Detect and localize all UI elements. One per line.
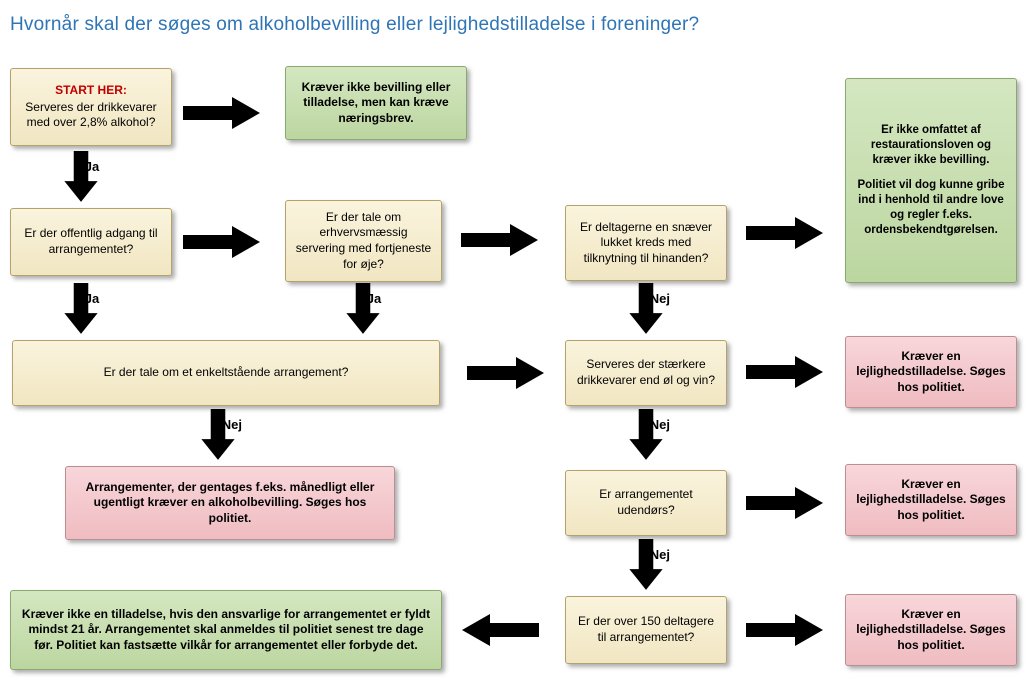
occasional-permit-text-3: Kræver en lejlighedstilladelse. Søges ho…: [856, 606, 1006, 652]
arrow-label-nej: Nej: [489, 232, 511, 248]
arrow-label-nej: Nej: [211, 105, 233, 121]
arrow-label-nej: Nej: [211, 234, 233, 250]
arrow-ja-outdoors-to-permit2: Ja: [745, 484, 825, 522]
single-event-box: Er der tale om et enkeltstående arrangem…: [12, 340, 440, 406]
arrow-ja-public-to-single-event: Ja: [62, 282, 100, 336]
arrow-nej-start-to-no-license: Nej: [182, 94, 262, 132]
over-150-question: Er der over 150 deltagere til arrangemen…: [577, 614, 715, 644]
not-covered-paragraph-2: Politiet vil dog kunne gribe ind i henho…: [857, 179, 1005, 236]
arrow-ja-start-to-public: Ja: [62, 150, 100, 204]
not-covered-paragraph-1: Er ikke omfattet af restaurationsloven o…: [870, 124, 992, 167]
repeated-events-text: Arrangementer, der gentages f.eks. måned…: [85, 479, 375, 525]
no-permit-21-box: Kræver ikke en tilladelse, hvis den ansv…: [10, 590, 442, 670]
start-question: Serveres der drikkevarer med over 2,8% a…: [25, 99, 157, 130]
commercial-serving-question: Er der tale om erhvervsmæssig servering …: [295, 209, 432, 271]
arrow-ja-single-to-stronger: Ja: [466, 354, 546, 392]
start-heading: START HER:: [55, 83, 127, 98]
public-access-question: Er der offentlig adgang til arrangemente…: [24, 226, 158, 256]
closed-circle-question: Er deltagerne en snæver lukket kreds med…: [579, 219, 713, 265]
arrow-ja-over150-to-permit3: Ja: [745, 611, 825, 649]
arrow-label-ja: Ja: [498, 365, 514, 381]
arrow-nej-commercial-to-closed: Nej: [460, 221, 540, 259]
arrow-label-nej: Nej: [489, 622, 511, 638]
no-license-text: Kræver ikke bevilling eller tilladelse, …: [301, 79, 451, 125]
occasional-permit-box-2: Kræver en lejlighedstilladelse. Søges ho…: [845, 464, 1017, 536]
occasional-permit-box-1: Kræver en lejlighedstilladelse. Søges ho…: [845, 336, 1017, 408]
arrow-nej-single-to-repeated: Nej: [199, 408, 242, 462]
single-event-question: Er der tale om et enkeltstående arrangem…: [103, 365, 349, 380]
stronger-drinks-question: Serveres der stærkere drikkevarer end øl…: [576, 357, 716, 387]
arrow-nej-public-to-commercial: Nej: [182, 223, 262, 261]
closed-circle-box: Er deltagerne en snæver lukket kreds med…: [565, 205, 727, 281]
outdoors-question: Er arrangementet udendørs?: [599, 487, 693, 517]
no-permit-21-text: Kræver ikke en tilladelse, hvis den ansv…: [21, 606, 431, 652]
arrow-label-ja: Ja: [84, 158, 100, 174]
occasional-permit-text-1: Kræver en lejlighedstilladelse. Søges ho…: [856, 348, 1006, 394]
arrow-ja-commercial-to-single-event: Ja: [344, 282, 382, 336]
page-title: Hvornår skal der søges om alkoholbevilli…: [10, 14, 700, 35]
arrow-label-ja: Ja: [84, 290, 100, 306]
stronger-drinks-box: Serveres der stærkere drikkevarer end øl…: [565, 340, 727, 406]
arrow-nej-stronger-to-outdoors: Nej: [627, 408, 670, 462]
arrow-label-nej: Nej: [221, 416, 243, 432]
outdoors-box: Er arrangementet udendørs?: [565, 470, 727, 536]
arrow-label-ja: Ja: [777, 495, 793, 511]
arrow-nej-outdoors-to-over150: Nej: [627, 538, 670, 592]
occasional-permit-text-2: Kræver en lejlighedstilladelse. Søges ho…: [856, 476, 1006, 522]
arrow-label-ja: Ja: [777, 364, 793, 380]
start-box: START HER: Serveres der drikkevarer med …: [10, 68, 172, 146]
arrow-nej-over150-to-no-permit: Nej: [460, 611, 540, 649]
no-license-box: Kræver ikke bevilling eller tilladelse, …: [285, 66, 467, 140]
arrow-label-nej: Nej: [649, 290, 671, 306]
arrow-label-nej: Nej: [649, 546, 671, 562]
arrow-ja-stronger-to-permit1: Ja: [745, 353, 825, 391]
over-150-box: Er der over 150 deltagere til arrangemen…: [565, 596, 727, 664]
occasional-permit-box-3: Kræver en lejlighedstilladelse. Søges ho…: [845, 594, 1017, 666]
arrow-label-ja: Ja: [366, 290, 382, 306]
arrow-nej-closed-to-stronger: Nej: [627, 282, 670, 336]
arrow-ja-closed-to-not-covered: Ja: [745, 214, 825, 252]
not-covered-box: Er ikke omfattet af restaurationsloven o…: [845, 78, 1017, 283]
arrow-label-ja: Ja: [777, 622, 793, 638]
commercial-serving-box: Er der tale om erhvervsmæssig servering …: [285, 200, 442, 282]
arrow-label-ja: Ja: [777, 225, 793, 241]
arrow-label-nej: Nej: [649, 416, 671, 432]
public-access-box: Er der offentlig adgang til arrangemente…: [10, 208, 172, 276]
repeated-events-box: Arrangementer, der gentages f.eks. måned…: [65, 466, 395, 540]
